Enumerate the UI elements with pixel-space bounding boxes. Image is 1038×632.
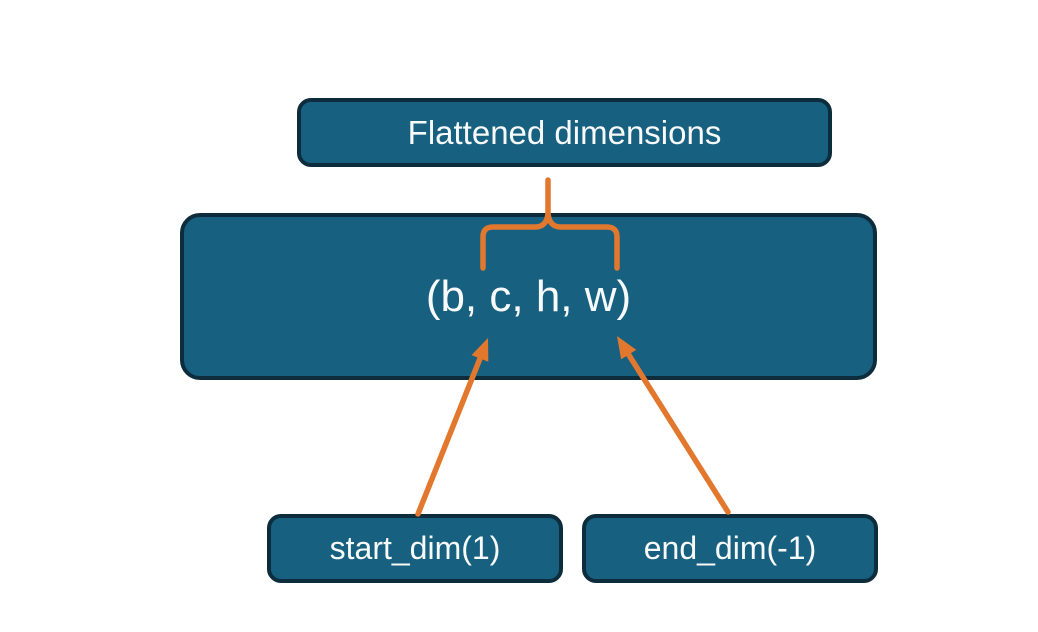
end-dim-box: end_dim(-1): [582, 514, 878, 583]
start-dim-box: start_dim(1): [267, 514, 563, 583]
tensor-shape-box: (b, c, h, w): [180, 213, 877, 380]
flattened-dimensions-box: Flattened dimensions: [297, 98, 832, 167]
start-dim-label: start_dim(1): [329, 530, 501, 566]
end-dim-label: end_dim(-1): [643, 530, 817, 566]
flattened-dimensions-label: Flattened dimensions: [407, 113, 722, 151]
tensor-shape-label: (b, c, h, w): [425, 271, 632, 321]
